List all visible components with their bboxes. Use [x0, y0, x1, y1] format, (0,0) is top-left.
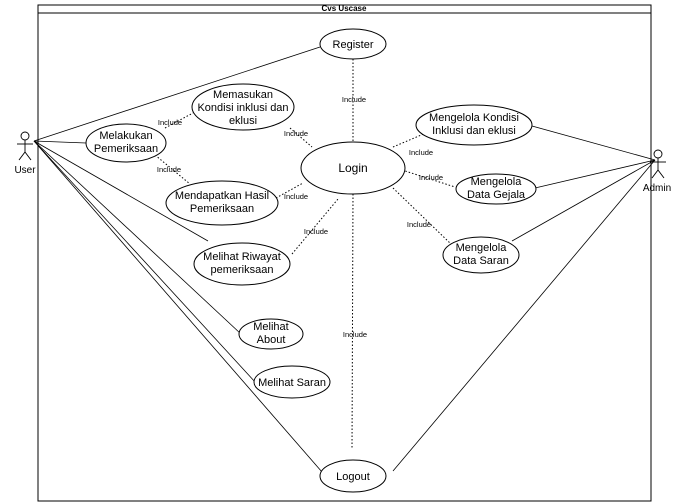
- include-logout-login: [351, 193, 354, 450]
- usecase-kelola-gejala-label-1: Mengelola: [471, 176, 523, 188]
- include-riwayat-login: [291, 198, 339, 255]
- assoc-user-riwayat: [33, 140, 209, 242]
- assoc-admin-kelola-gejala: [534, 159, 656, 189]
- usecase-riwayat-label-1: Melihat Riwayat: [203, 251, 281, 263]
- include-label: Include: [284, 129, 308, 138]
- usecase-register: [319, 28, 387, 60]
- usecase-kelola-gejala-label-2: Data Gejala: [467, 189, 526, 201]
- usecase-melakukan: [85, 123, 167, 163]
- usecase-memasukan-label-2: Kondisi inklusi dan: [197, 102, 288, 114]
- usecase-kelola-saran: [442, 236, 520, 274]
- include-melakukan-mendapatkan: [154, 154, 191, 185]
- usecase-riwayat: [193, 242, 291, 286]
- assoc-user-logout: [33, 140, 323, 473]
- include-label: Include: [342, 95, 366, 104]
- assoc-admin-kelola-saran: [511, 159, 656, 242]
- usecase-about-label-1: Melihat: [253, 321, 288, 333]
- usecase-register-label: Register: [333, 39, 374, 51]
- include-labels: Include Include Include Include Include …: [157, 95, 443, 339]
- usecase-about: [238, 318, 304, 350]
- usecase-login: [300, 141, 406, 195]
- usecase-memasukan: [191, 83, 295, 131]
- usecase-riwayat-label-2: pemeriksaan: [211, 264, 274, 276]
- usecase-mendapatkan: [165, 180, 279, 226]
- include-label: Include: [157, 165, 181, 174]
- user-actor-icon: [17, 131, 33, 161]
- include-login-kelola-gejala: [401, 169, 456, 188]
- include-label: Include: [407, 220, 431, 229]
- usecase-kelola-saran-label-1: Mengelola: [456, 242, 508, 254]
- assoc-user-about: [33, 140, 242, 335]
- user-actor-label: User: [14, 165, 36, 176]
- usecase-melakukan-label-2: Pemeriksaan: [94, 143, 158, 155]
- usecase-about-label-2: About: [257, 334, 286, 346]
- usecase-kelola-kondisi-label-2: Inklusi dan eklusi: [432, 125, 516, 137]
- system-title: Cvs Uscase: [322, 4, 367, 13]
- include-memasukan-login: [289, 127, 313, 148]
- assoc-admin-kelola-kondisi: [531, 125, 656, 161]
- usecase-logout: [319, 459, 387, 493]
- usecase-melakukan-label-1: Melakukan: [99, 130, 152, 142]
- usecase-kelola-saran-label-2: Data Saran: [453, 255, 509, 267]
- assoc-user-melakukan: [33, 140, 87, 144]
- usecase-mendapatkan-label-2: Pemeriksaan: [190, 203, 254, 215]
- include-label: Include: [409, 148, 433, 157]
- usecase-saran: [253, 365, 331, 399]
- include-label: Include: [343, 330, 367, 339]
- usecase-memasukan-label-1: Memasukan: [213, 89, 273, 101]
- assoc-user-saran: [33, 140, 257, 384]
- usecase-kelola-gejala: [455, 173, 537, 205]
- assoc-user-register: [33, 46, 321, 142]
- usecase-logout-label: Logout: [336, 471, 370, 483]
- usecase-memasukan-label-3: eklusi: [229, 115, 257, 127]
- associations: [33, 46, 656, 473]
- admin-actor-icon: [650, 149, 666, 179]
- include-label: Include: [304, 227, 328, 236]
- include-label: Include: [284, 192, 308, 201]
- usecase-kelola-kondisi-label-1: Mengelola Kondisi: [429, 112, 519, 124]
- system-boundary: [37, 4, 652, 502]
- usecase-kelola-kondisi: [415, 104, 533, 146]
- assoc-admin-logout: [392, 159, 656, 472]
- usecase-saran-label: Melihat Saran: [258, 377, 326, 389]
- usecase-mendapatkan-label-1: Mendapatkan Hasil: [175, 190, 269, 202]
- include-label: Include: [158, 118, 182, 127]
- usecase-login-label: Login: [338, 161, 367, 175]
- include-mendapatkan-login: [275, 182, 304, 199]
- include-label: Include: [419, 173, 443, 182]
- admin-actor-label: Admin: [643, 183, 671, 194]
- include-login-kelola-saran: [392, 187, 453, 246]
